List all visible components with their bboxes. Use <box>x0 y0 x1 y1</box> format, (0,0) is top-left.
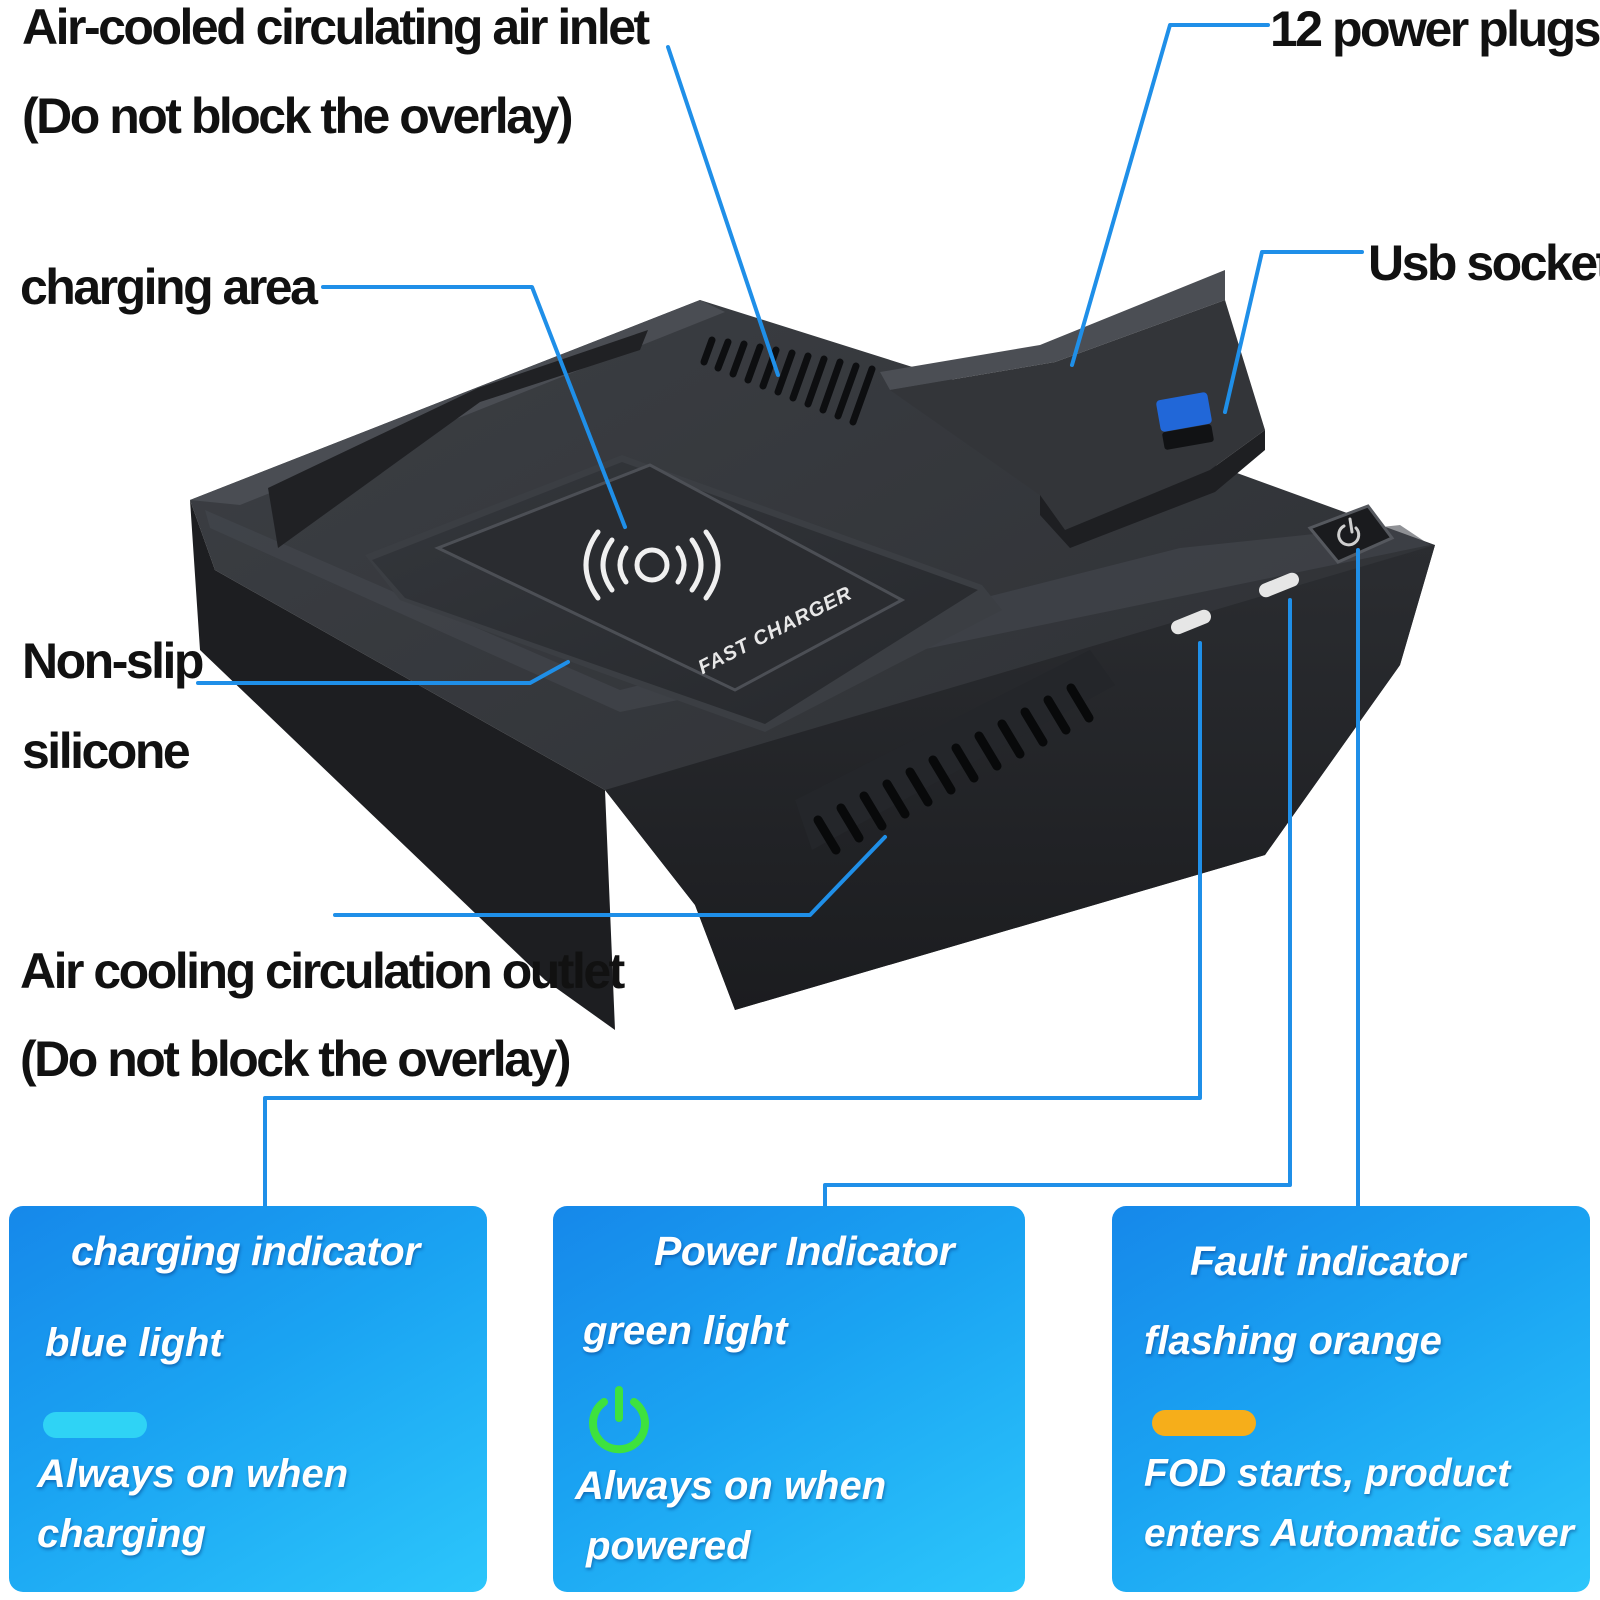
charging-indicator-panel: charging indicator blue light Always on … <box>9 1206 487 1592</box>
light-label: flashing orange <box>1144 1319 1442 1363</box>
power-led <box>1259 572 1299 598</box>
leader-non-slip <box>196 660 570 685</box>
orange-light-swatch <box>1152 1410 1256 1436</box>
callout-usb-socket: Usb socket <box>1368 235 1600 291</box>
power-button-icon <box>1337 517 1361 547</box>
leader-charging-area <box>321 285 627 529</box>
power-indicator-panel: Power Indicator green light Always on wh… <box>553 1206 1025 1592</box>
charging-pad: FAST CHARGER <box>365 455 1002 732</box>
leader-power-plugs <box>1070 23 1270 367</box>
leader-power-indicator <box>823 598 1292 1208</box>
fault-indicator-panel: Fault indicator flashing orange FOD star… <box>1112 1206 1590 1592</box>
power-icon <box>589 1386 649 1454</box>
rear-air-inlet-vents <box>700 336 876 426</box>
callout-air-outlet-line2: (Do not block the overlay) <box>20 1031 571 1087</box>
callout-power-plugs: 12 power plugs <box>1270 1 1600 57</box>
panel-description: FOD starts, product enters Automatic sav… <box>1144 1452 1574 1555</box>
leader-air-outlet <box>333 835 887 917</box>
front-air-outlet-vents <box>795 650 1115 855</box>
callout-non-slip-line2: silicone <box>22 723 191 779</box>
leader-charging-indicator <box>263 641 1202 1208</box>
wireless-charging-icon <box>583 529 721 601</box>
leader-lines <box>196 23 1364 1208</box>
callout-non-slip-line1: Non-slip <box>22 633 204 689</box>
blue-light-swatch <box>43 1412 147 1438</box>
light-label: green light <box>583 1309 788 1353</box>
charging-led <box>1171 609 1211 635</box>
leader-air-inlet <box>666 45 780 377</box>
panel-description: Always on when powered <box>575 1464 887 1568</box>
panel-description: Always on when charging <box>37 1452 349 1556</box>
callout-air-inlet-line2: (Do not block the overlay) <box>22 88 573 144</box>
panel-title: Fault indicator <box>1190 1238 1465 1284</box>
usb-port <box>1156 392 1212 432</box>
power-button[interactable] <box>1307 504 1395 564</box>
panel-title: charging indicator <box>71 1228 420 1274</box>
light-label: blue light <box>45 1321 223 1365</box>
leader-usb <box>1223 250 1364 414</box>
callout-charging-area: charging area <box>20 259 318 315</box>
callout-air-outlet-line1: Air cooling circulation outlet <box>20 943 625 999</box>
callout-air-inlet-line1: Air-cooled circulating air inlet <box>22 0 650 55</box>
usb-block <box>880 270 1265 548</box>
panel-title: Power Indicator <box>654 1228 955 1274</box>
